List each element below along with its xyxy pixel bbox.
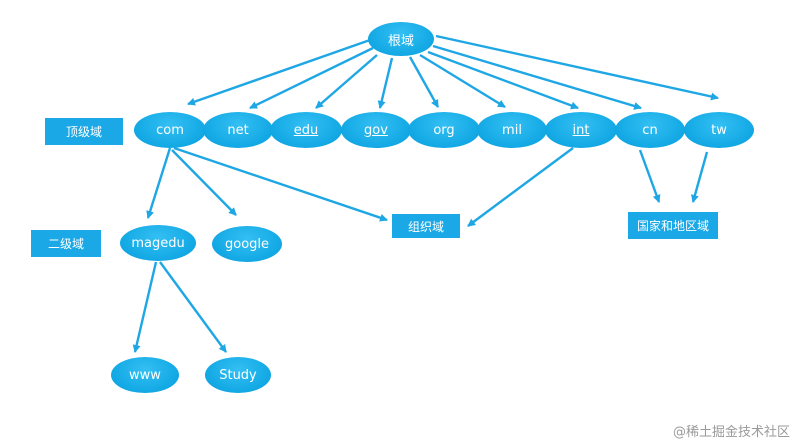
label-top-level-domain: 顶级域 [45, 118, 123, 145]
node-org: org [408, 112, 480, 148]
node-tw: tw [684, 112, 754, 148]
arrow-com-magedu [146, 147, 172, 219]
arrow-root-mil [419, 53, 506, 109]
node-google: google [212, 226, 282, 262]
arrow-cn-country [638, 149, 661, 203]
arrow-tw-country [691, 151, 709, 203]
label-organization-domain: 组织域 [392, 214, 460, 238]
node-mil: mil [477, 112, 547, 148]
node-gov: gov [341, 112, 411, 148]
arrow-root-gov [377, 57, 394, 109]
arrow-root-cn [432, 44, 642, 110]
node-www: www [111, 357, 179, 393]
node-int: int [545, 112, 617, 148]
node-magedu: magedu [120, 225, 196, 261]
node-com: com [134, 112, 206, 148]
label-second-level-domain: 二级域 [31, 230, 101, 257]
node-net: net [203, 112, 273, 148]
arrow-root-edu [315, 54, 378, 109]
node-study: Study [205, 357, 271, 393]
watermark-text: @稀土掘金技术社区 [672, 425, 790, 440]
arrow-com-org-domain [173, 146, 388, 222]
arrow-root-org [408, 56, 440, 108]
arrow-root-com [187, 38, 371, 106]
node-edu: edu [270, 112, 342, 148]
node-root-domain: 根域 [368, 22, 434, 56]
node-cn: cn [615, 112, 685, 148]
label-country-region-domain: 国家和地区域 [628, 212, 718, 239]
arrow-root-tw [435, 34, 719, 101]
arrow-com-google [171, 149, 237, 216]
arrow-root-net [249, 46, 374, 110]
arrow-magedu-www [132, 261, 158, 353]
arrow-root-int [427, 50, 579, 110]
arrow-magedu-study [159, 261, 227, 353]
arrow-int-org-domain [467, 147, 574, 227]
